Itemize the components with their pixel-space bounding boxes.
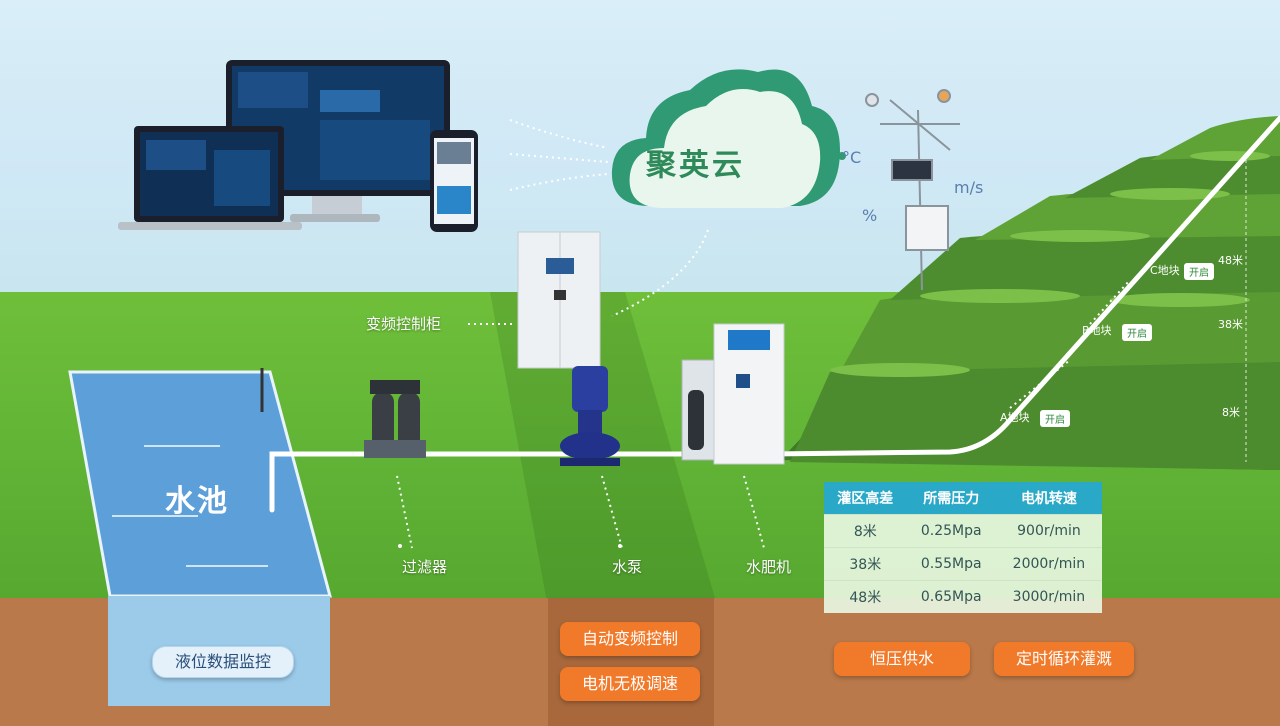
table-header: 灌区高差 — [824, 482, 907, 515]
table-header: 电机转速 — [995, 482, 1102, 515]
wind-speed-unit: m/s — [954, 178, 984, 197]
table-cell: 0.65Mpa — [906, 580, 996, 613]
humidity-unit: % — [862, 206, 878, 225]
auto-vfd-pill: 自动变频控制 — [560, 622, 700, 656]
parameter-table: 灌区高差 所需压力 电机转速 8米 0.25Mpa 900r/min 38米 0… — [824, 482, 1102, 613]
zone-c-tag: 开启 — [1184, 263, 1214, 280]
weather-station — [865, 89, 960, 291]
temperature-unit: °C — [842, 148, 862, 167]
stepless-speed-pill: 电机无极调速 — [560, 667, 700, 701]
height-38m: 38米 — [1218, 318, 1243, 331]
table-row: 48米 0.65Mpa 3000r/min — [824, 580, 1102, 613]
fertilizer-machine — [681, 323, 785, 465]
level-monitor-pill: 液位数据监控 — [152, 646, 294, 678]
constant-pressure-pill: 恒压供水 — [834, 642, 970, 676]
table-cell: 3000r/min — [995, 580, 1102, 613]
table-header: 所需压力 — [906, 482, 996, 515]
terraced-hill — [780, 116, 1280, 470]
zone-b-tag: 开启 — [1122, 324, 1152, 341]
height-8m: 8米 — [1222, 406, 1240, 419]
height-48m: 48米 — [1218, 254, 1243, 267]
zone-a-tag: 开启 — [1040, 410, 1070, 427]
table-row: 38米 0.55Mpa 2000r/min — [824, 547, 1102, 581]
table-cell: 38米 — [824, 547, 907, 581]
table-cell: 0.55Mpa — [906, 547, 996, 581]
soil-highlight — [548, 598, 714, 726]
zone-a-label: A地块 — [1000, 411, 1030, 424]
table-cell: 900r/min — [995, 514, 1102, 548]
table-row: 8米 0.25Mpa 900r/min — [824, 514, 1102, 548]
filter-unit — [364, 380, 426, 458]
table-cell: 0.25Mpa — [906, 514, 996, 548]
timed-irrigation-pill: 定时循环灌溉 — [994, 642, 1134, 676]
table-cell: 2000r/min — [995, 547, 1102, 581]
cabinet-label: 变频控制柜 — [366, 315, 442, 333]
zone-b-label: B地块 — [1082, 324, 1112, 337]
table-cell: 8米 — [824, 514, 907, 548]
table-cell: 48米 — [824, 580, 907, 613]
cloud-shape — [611, 69, 846, 208]
pump-label: 水泵 — [612, 558, 643, 576]
water-pump — [560, 366, 620, 466]
pool-label: 水池 — [165, 484, 229, 519]
monitoring-devices — [118, 60, 478, 232]
cloud-brand-name: 聚英云 — [646, 148, 745, 183]
vfd-cabinet — [517, 231, 601, 369]
fertilizer-machine-label: 水肥机 — [746, 558, 792, 576]
filter-label: 过滤器 — [402, 558, 448, 576]
zone-c-label: C地块 — [1150, 264, 1180, 277]
